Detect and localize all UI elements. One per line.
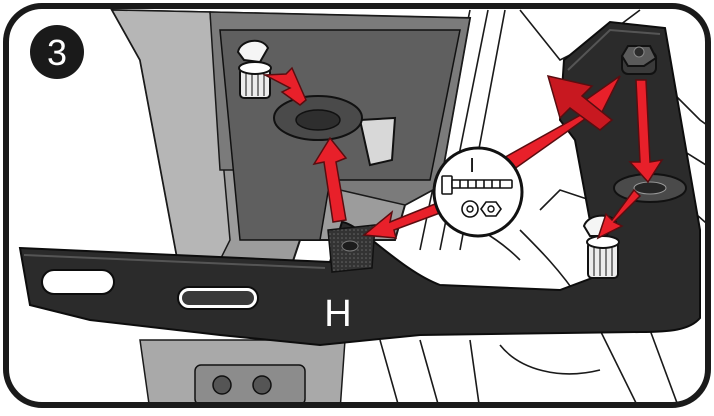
step-number: 3	[47, 32, 67, 73]
plastic-rivet-icon	[238, 41, 271, 98]
bolt-nut-icon	[622, 46, 656, 74]
parts-callout: I	[434, 148, 522, 236]
washer-icon	[274, 96, 362, 140]
callout-label: I	[469, 155, 475, 177]
step-badge: 3	[30, 25, 84, 79]
washer-small-icon	[462, 201, 478, 217]
bracket-label: H	[324, 293, 351, 335]
hex-nut-icon	[481, 202, 501, 216]
